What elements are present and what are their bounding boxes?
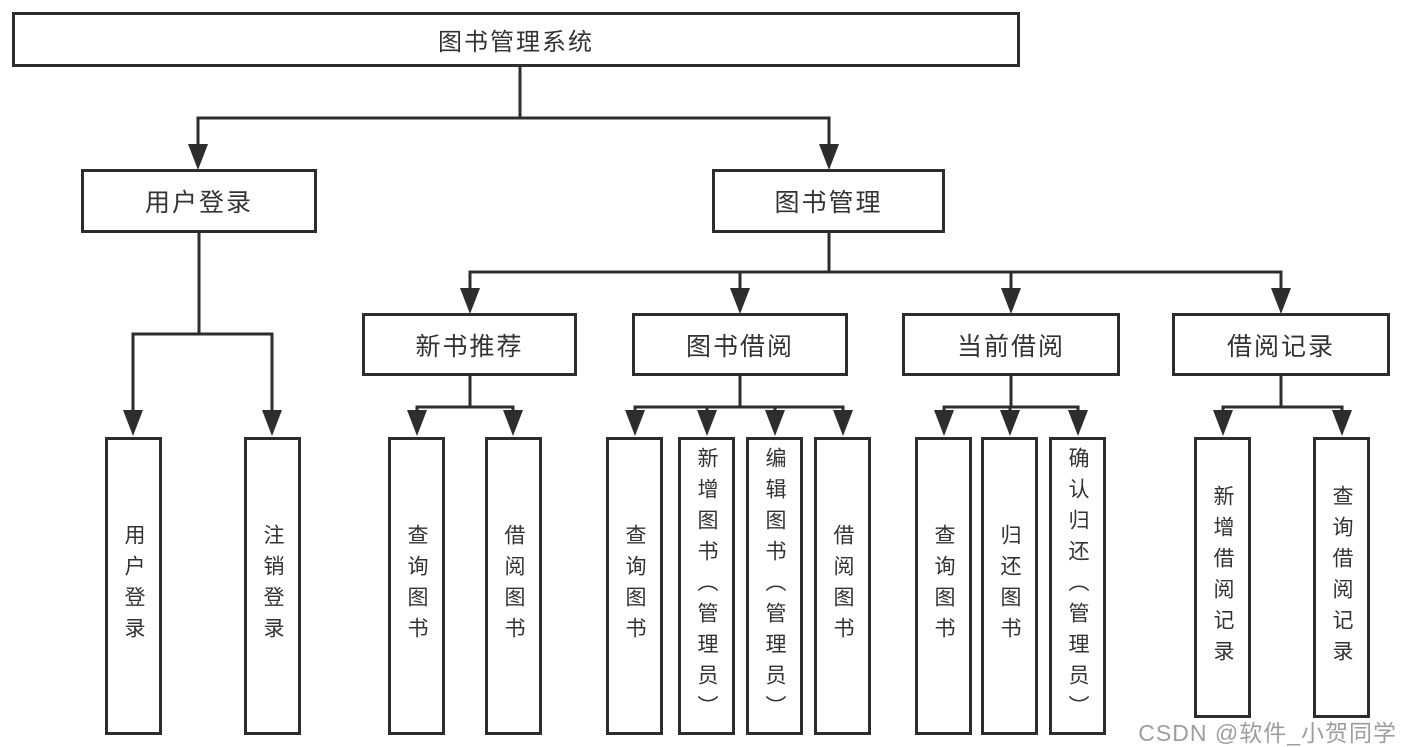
node-user-login: 用户登录: [81, 169, 317, 233]
connector-current-borrowing-to-children: [934, 374, 1088, 436]
connector-root-to-level2: [188, 66, 839, 170]
leaf-bb-edit-books-admin: 编辑图书（管理员）: [746, 437, 803, 735]
node-borrowing-records: 借阅记录: [1172, 313, 1390, 376]
leaf-user-login: 用户登录: [105, 437, 162, 735]
leaf-bb-query-books: 查询图书: [606, 437, 663, 735]
connector-borrowing-records-to-children: [1213, 374, 1352, 436]
leaf-cb-return-books: 归还图书: [981, 437, 1038, 735]
connector-book-borrowing-to-children: [625, 374, 853, 436]
connector-book-management-to-children: [460, 231, 1291, 314]
leaf-bb-add-books-admin: 新增图书（管理员）: [678, 437, 735, 735]
leaf-br-query-record: 查询借阅记录: [1313, 437, 1370, 718]
leaf-nbr-borrow-books: 借阅图书: [485, 437, 542, 735]
connector-new-book-recommend-to-children: [407, 374, 523, 436]
leaf-cb-query-books: 查询图书: [915, 437, 972, 735]
leaf-bb-borrow-books: 借阅图书: [814, 437, 871, 735]
node-book-management: 图书管理: [712, 169, 945, 233]
node-new-book-recommend: 新书推荐: [362, 313, 577, 376]
connector-user-login-to-children: [123, 231, 282, 436]
leaf-cb-confirm-return-admin: 确认归还（管理员）: [1049, 437, 1106, 735]
node-current-borrowing: 当前借阅: [902, 313, 1120, 376]
node-root: 图书管理系统: [12, 12, 1020, 67]
leaf-logout: 注销登录: [244, 437, 301, 735]
node-book-borrowing: 图书借阅: [632, 313, 848, 376]
leaf-br-add-record: 新增借阅记录: [1194, 437, 1251, 718]
leaf-nbr-query-books: 查询图书: [388, 437, 445, 735]
watermark: CSDN @软件_小贺同学: [1138, 720, 1397, 746]
